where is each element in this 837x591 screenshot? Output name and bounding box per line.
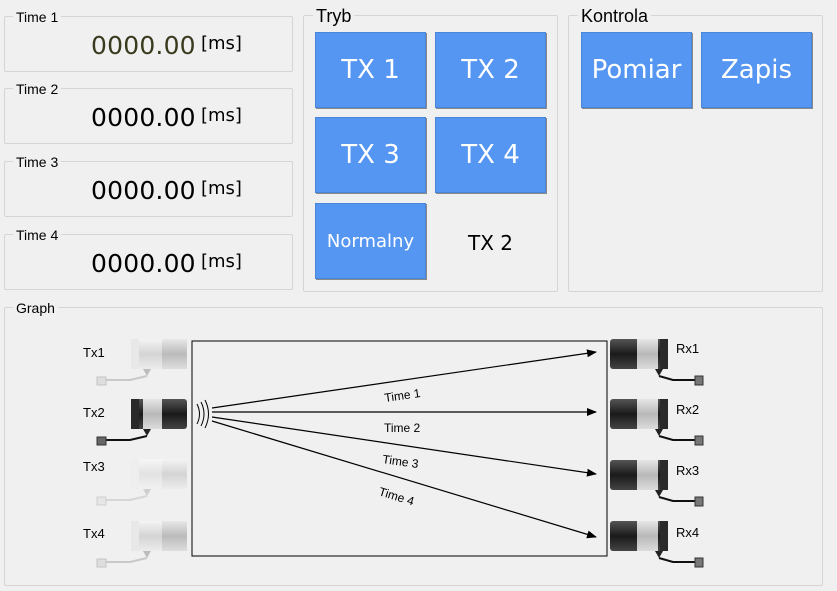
time-2-label: Time 2 — [13, 80, 62, 98]
rx2-label: Rx2 — [676, 402, 699, 417]
path-label-3: Time 3 — [382, 452, 420, 471]
time-2-value: 0000.00 — [91, 103, 196, 132]
path-label-2: Time 2 — [384, 421, 421, 435]
tryb-title: Tryb — [313, 5, 355, 27]
time-3-label: Time 3 — [13, 153, 62, 171]
normalny-button[interactable]: Normalny — [315, 203, 426, 279]
path-box — [191, 340, 608, 557]
time-4-value: 0000.00 — [91, 249, 196, 278]
path-arrow-3 — [211, 416, 597, 477]
tx1-label: Tx1 — [83, 345, 105, 360]
time-2-panel: Time 2 0000.00 [ms] — [4, 80, 293, 144]
path-label-1: Time 1 — [383, 386, 421, 405]
tx2-sensor-icon — [96, 399, 209, 446]
tx3-label: Tx3 — [83, 459, 105, 474]
time-3-unit: [ms] — [201, 178, 242, 199]
time-4-label: Time 4 — [13, 226, 62, 244]
rx3-label: Rx3 — [676, 463, 699, 478]
tx1-sensor-icon — [96, 339, 187, 386]
time-3-value: 0000.00 — [91, 176, 196, 205]
time-1-unit: [ms] — [201, 33, 242, 54]
time-3-panel: Time 3 0000.00 [ms] — [4, 153, 293, 217]
time-1-panel: Time 1 0000.00 [ms] — [4, 8, 293, 72]
current-mode-label: TX 2 — [468, 231, 513, 255]
rx1-sensor-icon — [610, 339, 704, 386]
pomiar-button[interactable]: Pomiar — [581, 32, 692, 108]
rx4-sensor-icon — [610, 521, 704, 568]
tx3-button[interactable]: TX 3 — [315, 117, 426, 193]
path-label-4: Time 4 — [377, 484, 416, 508]
graph-diagram: Tx1 Tx2 Tx3 Tx4 — [83, 339, 704, 568]
time-1-value: 0000.00 — [91, 31, 196, 60]
tx2-button[interactable]: TX 2 — [435, 32, 546, 108]
path-arrow-1 — [211, 349, 597, 409]
rx1-label: Rx1 — [676, 341, 699, 356]
tx2-label: Tx2 — [83, 405, 105, 420]
rx2-sensor-icon — [610, 399, 704, 446]
tx4-sensor-icon — [96, 521, 187, 568]
rx4-label: Rx4 — [676, 525, 699, 540]
kontrola-title: Kontrola — [578, 5, 652, 27]
time-4-unit: [ms] — [201, 251, 242, 272]
time-2-unit: [ms] — [201, 105, 242, 126]
tryb-panel: Tryb TX 1 TX 2 TX 3 TX 4 Normalny TX 2 — [303, 5, 558, 292]
tx4-label: Tx4 — [83, 526, 105, 541]
zapis-button[interactable]: Zapis — [701, 32, 812, 108]
time-1-label: Time 1 — [13, 8, 62, 26]
kontrola-panel: Kontrola Pomiar Zapis — [568, 5, 823, 292]
rx3-sensor-icon — [610, 460, 704, 507]
time-4-panel: Time 4 0000.00 [ms] — [4, 226, 293, 290]
graph-title: Graph — [13, 299, 58, 317]
path-arrow-4 — [211, 420, 597, 539]
tx1-button[interactable]: TX 1 — [315, 32, 426, 108]
tx4-button[interactable]: TX 4 — [435, 117, 546, 193]
graph-panel: Graph — [4, 299, 823, 586]
tx3-sensor-icon — [96, 459, 187, 506]
